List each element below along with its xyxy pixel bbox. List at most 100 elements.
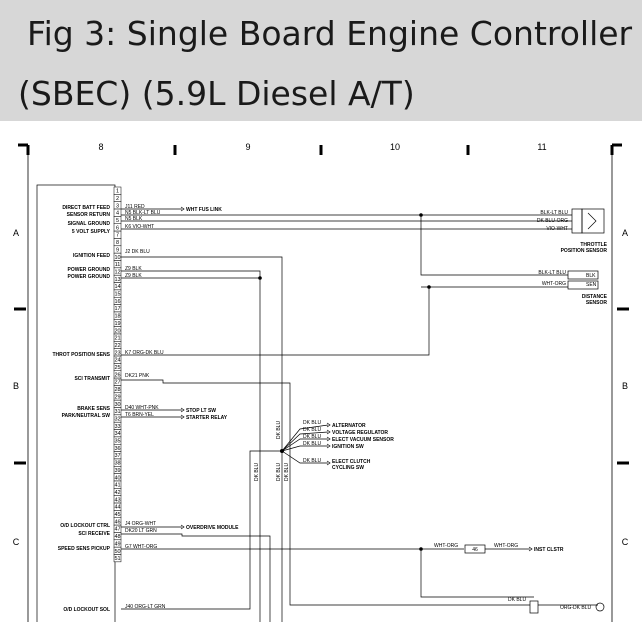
pin-number: 49 [114,541,120,547]
pin-number: 27 [114,380,120,386]
wire-ignition-feed [121,256,283,622]
pin-number: 44 [114,505,120,511]
component-label: ALTERNATOR [332,423,366,429]
column-label-8: 8 [98,142,103,152]
wire-label: K6 VIO-WHT [125,224,154,230]
row-label-a-right: A [622,228,628,238]
pin-number: 14 [114,284,120,290]
arrow-icon [326,443,331,449]
wire-dk-blu-vr [281,431,329,452]
wire-label-vertical: DK BLU [276,421,282,439]
wire-label: N5 BLK-LT BLU [125,210,161,216]
signal-label: 5 VOLT SUPPLY [72,229,111,235]
component-label: ELECT VACUUM SENSOR [332,437,394,443]
pin-number: 16 [114,299,120,305]
component-label: SENSOR [586,300,608,306]
junction-dot [258,276,262,280]
pin-number: 9 [116,247,119,253]
pin-number: 22 [114,343,120,349]
signal-label: SENSOR RETURN [67,212,111,218]
wire-label: J4 ORG-WHT [125,521,156,527]
row-label-c-left: C [13,537,20,547]
pin-number: 29 [114,394,120,400]
wire-label: J11 RED [125,204,145,210]
component-label: OVERDRIVE MODULE [186,525,239,531]
title-banner: Fig 3: Single Board Engine Controller (S… [0,0,642,121]
wire-label: Z9 BLK [125,273,142,279]
connector-label: 46 [472,547,478,553]
wire-label: DK BLU [303,420,321,426]
wire-label: BLK-LT BLU [540,210,568,216]
sensor-icon [587,212,597,230]
pin-number: 41 [114,483,120,489]
pin-number: 30 [114,402,120,408]
wire-label: SEN [586,282,597,288]
pin-number: 45 [114,512,120,518]
pin-number: 8 [116,240,119,246]
pin-number: 32 [114,416,120,422]
column-label-11: 11 [537,142,546,152]
wire-label: DK BLU [508,597,526,603]
wire-label: J40 ORG-LT GRN [125,604,166,610]
junction-dot [419,213,423,217]
pin-number: 38 [114,461,120,467]
signal-label: SIGNAL GROUND [68,221,111,227]
component-label: STARTER RELAY [186,415,228,421]
pin-number: 36 [114,446,120,452]
frame-marks [14,143,629,465]
signal-label: O/D LOCKOUT SOL [63,607,110,613]
wiring-diagram: 8 9 10 11 A B C A B C 123456789101112131… [13,142,629,622]
wire-sci-transmit [121,379,534,606]
pin-number: 20 [114,328,120,334]
wire-label: DK21 PNK [125,373,150,379]
pin-number: 48 [114,534,120,540]
sensor-connector [571,208,583,234]
junction-dot [280,449,284,453]
pin-number: 51 [114,556,120,562]
signal-label: SPEED SENS PICKUP [58,546,111,552]
column-label-10: 10 [390,142,400,152]
figure-title-line-1: Fig 3: Single Board Engine Controller [27,14,633,53]
component-label: STOP LT SW [186,408,216,414]
component-label: DISTANCE [582,294,608,300]
row-label-a-left: A [13,228,19,238]
pin-number: 21 [114,336,120,342]
pin-number: 31 [114,409,120,415]
wire-label: WHT-ORG [434,543,458,549]
signal-label: IGNITION FEED [73,253,110,259]
wire-label: K7 ORG-DK BLU [125,350,164,356]
row-label-b-right: B [622,381,628,391]
pin-cell [113,554,122,563]
pin-number: 5 [116,218,119,224]
pin-number: 39 [114,468,120,474]
wire-power-ground-1 [121,270,261,622]
component-label: IGNITION SW [332,444,364,450]
bottom-connector [529,600,539,614]
frame-corner-left [18,143,30,155]
signal-label: PARK/NEUTRAL SW [62,413,111,419]
pin-number: 47 [114,527,120,533]
pin-number: 12 [114,269,120,275]
pin-number: 37 [114,453,120,459]
pin-number: 46 [114,519,120,525]
pin-number: 43 [114,497,120,503]
arrow-icon [180,524,185,530]
figure-title-line-2: (SBEC) (5.9L Diesel A/T) [18,74,415,113]
pin-number: 34 [114,431,120,437]
pin-number: 33 [114,424,120,430]
arrow-icon [180,407,185,413]
wire-label: WHT FUS LINK [186,207,222,213]
arrow-icon [180,414,185,420]
signal-label: POWER GROUND [68,267,111,273]
wire-label: G7 WHT-ORG [125,544,157,550]
pin-number: 40 [114,475,120,481]
row-label-c-right: C [622,537,629,547]
wire-speed-branch [420,549,534,598]
pin-number: 10 [114,255,120,261]
wire-label: BLK [586,273,596,279]
signal-label: BRAKE SENS [77,406,110,412]
wire-label: DK BLU [303,427,321,433]
wire-label: DK20 LT GRN [125,528,157,534]
wire-group [121,208,598,622]
wire-label: BLK-LT BLU [538,270,566,276]
